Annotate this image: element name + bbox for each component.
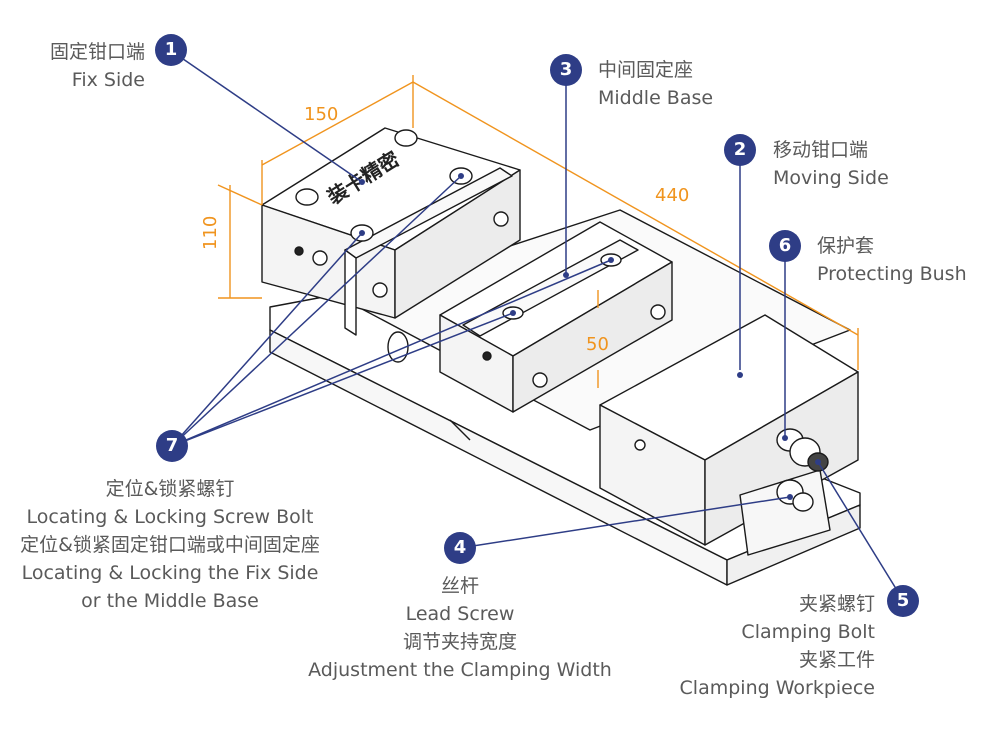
callout-7-zh1: 定位&锁紧螺钉 [105, 478, 235, 500]
callout-1-zh: 固定钳口端 [49, 41, 145, 63]
dimension-length-label: 440 [655, 185, 690, 206]
callout-5-zh2: 夹紧工件 [798, 649, 875, 671]
callout-3-badge: 3 [550, 54, 582, 86]
callout-3-zh: 中间固定座 [598, 59, 694, 81]
callout-7-badge: 7 [156, 430, 188, 462]
dimension-lines [217, 75, 859, 388]
callout-1-label: 固定钳口端 Fix Side [10, 38, 145, 94]
callout-4-en2: Adjustment the Clamping Width [308, 659, 612, 681]
moving-side-jaw [599, 314, 859, 556]
leader-lines [169, 49, 904, 601]
callout-4-zh2: 调节夹持宽度 [402, 631, 517, 653]
callout-6-badge: 6 [769, 230, 801, 262]
callout-7-en1: Locating & Locking Screw Bolt [26, 506, 314, 528]
callout-5-en1: Clamping Bolt [741, 621, 875, 643]
callout-2-zh: 移动钳口端 [773, 139, 869, 161]
callout-2-label: 移动钳口端 Moving Side [773, 136, 889, 192]
callout-4-zh1: 丝杆 [440, 575, 479, 597]
callout-1-badge: 1 [155, 34, 187, 66]
callout-7-zh2: 定位&锁紧固定钳口端或中间固定座 [20, 534, 320, 556]
callout-3-label: 中间固定座 Middle Base [598, 56, 713, 112]
dimension-width-label: 150 [304, 104, 339, 125]
callout-5-en2: Clamping Workpiece [679, 677, 875, 699]
callout-4-en1: Lead Screw [405, 603, 515, 625]
callout-4-badge: 4 [444, 532, 476, 564]
callout-6-label: 保护套 Protecting Bush [817, 232, 967, 288]
callout-6-zh: 保护套 [817, 235, 875, 257]
leader-endpoints [359, 173, 821, 500]
dimension-height-label: 110 [200, 215, 221, 250]
callout-2-en: Moving Side [773, 167, 889, 189]
middle-base [439, 221, 673, 413]
callout-7-en2: Locating & Locking the Fix Side [21, 562, 319, 584]
clamping-bolt-assembly [776, 428, 829, 512]
callout-7-en3: or the Middle Base [81, 590, 259, 612]
callout-5-label: 夹紧螺钉 Clamping Bolt 夹紧工件 Clamping Workpie… [640, 590, 875, 702]
lead-screw-hole [387, 331, 409, 363]
fix-side-jaw [261, 127, 521, 336]
callout-4-label: 丝杆 Lead Screw 调节夹持宽度 Adjustment the Clam… [290, 572, 630, 684]
dimension-gap-label: 50 [586, 334, 609, 355]
callout-2-badge: 2 [724, 134, 756, 166]
callout-5-badge: 5 [887, 585, 919, 617]
callout-3-en: Middle Base [598, 87, 714, 109]
callout-6-en: Protecting Bush [817, 263, 967, 285]
callout-7-label: 定位&锁紧螺钉 Locating & Locking Screw Bolt 定位… [0, 475, 340, 615]
callout-1-en: Fix Side [71, 69, 145, 91]
callout-5-zh1: 夹紧螺钉 [798, 593, 875, 615]
